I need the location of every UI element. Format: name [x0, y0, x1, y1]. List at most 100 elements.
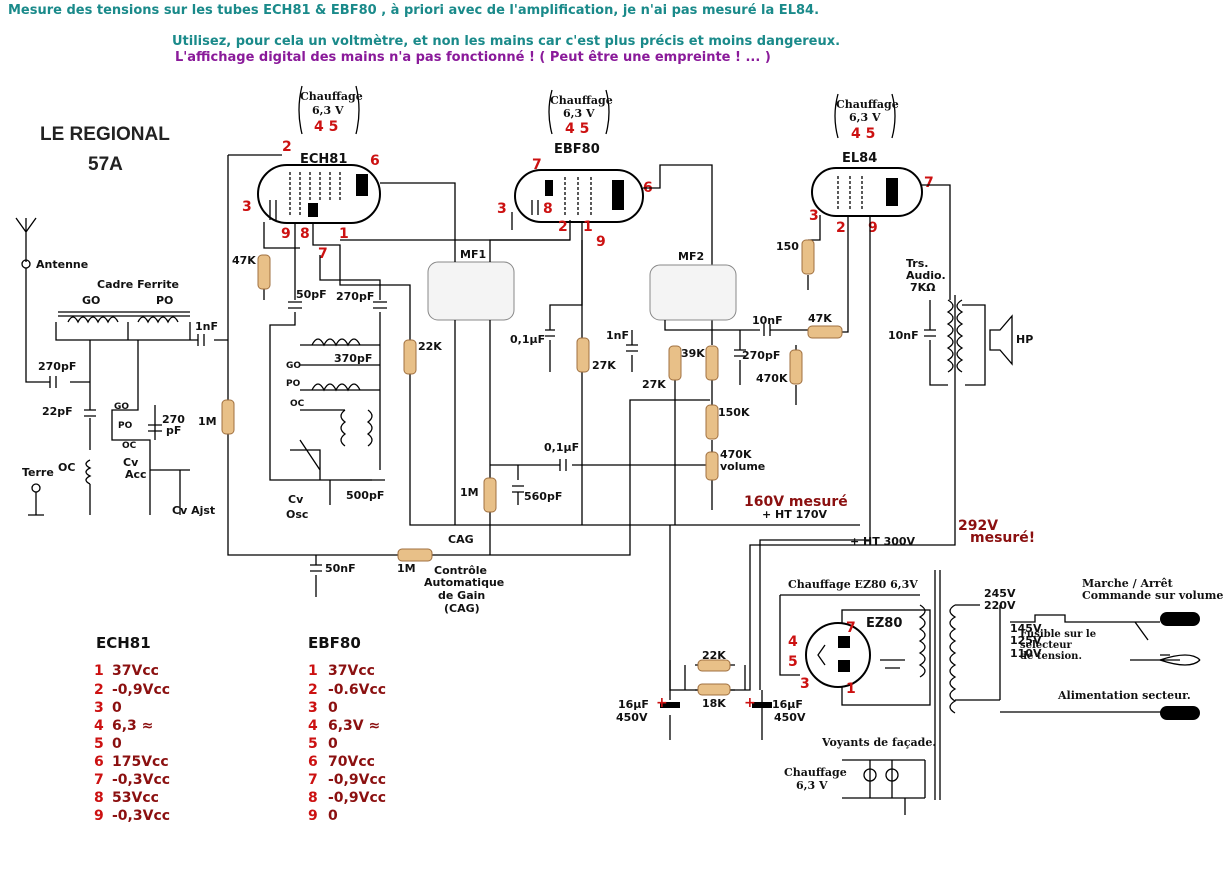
svg-text:9: 9 [596, 234, 606, 250]
svg-text:2: 2 [94, 682, 104, 698]
svg-text:8: 8 [308, 790, 318, 806]
svg-text:6,3V ≈: 6,3V ≈ [328, 718, 380, 734]
svg-text:1: 1 [308, 663, 318, 679]
measured-292v: 292V [958, 518, 998, 534]
svg-text:220V: 220V [984, 599, 1016, 612]
svg-text:Osc: Osc [286, 508, 308, 521]
svg-text:3: 3 [94, 700, 104, 716]
svg-text:MF1: MF1 [460, 248, 486, 261]
svg-text:39K: 39K [681, 347, 705, 360]
svg-text:6,3 V: 6,3 V [563, 107, 595, 120]
svg-text:mesuré!: mesuré! [970, 530, 1035, 546]
svg-text:selecteur: selecteur [1020, 640, 1072, 651]
svg-text:GO: GO [114, 402, 129, 412]
svg-text:Marche / Arrêt: Marche / Arrêt [1082, 577, 1174, 590]
svg-text:10nF: 10nF [752, 314, 783, 327]
svg-text:Chauffage EZ80 6,3V: Chauffage EZ80 6,3V [788, 578, 918, 591]
svg-text:0: 0 [328, 736, 338, 752]
svg-text:4 5: 4 5 [851, 126, 875, 142]
resistor-47k-b [807, 325, 843, 339]
svg-text:Alimentation secteur.: Alimentation secteur. [1057, 689, 1191, 702]
svg-text:150K: 150K [718, 406, 750, 419]
svg-text:270pF: 270pF [38, 360, 76, 373]
measured-160v: 160V mesuré [744, 494, 848, 510]
svg-text:8: 8 [300, 226, 310, 242]
svg-text:-0.6Vcc: -0.6Vcc [328, 682, 386, 698]
svg-text:50pF: 50pF [296, 288, 327, 301]
svg-text:Commande sur volume: Commande sur volume [1082, 589, 1223, 602]
svg-text:-0,9Vcc: -0,9Vcc [328, 790, 386, 806]
svg-text:145V: 145V [1010, 622, 1042, 635]
svg-text:+: + [744, 695, 756, 711]
svg-text:6: 6 [370, 153, 380, 169]
svg-text:Contrôle: Contrôle [434, 564, 487, 577]
svg-text:3: 3 [308, 700, 318, 716]
voltage-table-ech81: ECH81 1 37Vcc 2 -0,9Vcc 3 0 4 6,3 ≈ 5 0 … [94, 634, 170, 824]
svg-text:2: 2 [308, 682, 318, 698]
svg-text:1: 1 [94, 663, 104, 679]
svg-text:1M: 1M [198, 415, 217, 428]
svg-text:270pF: 270pF [742, 349, 780, 362]
svg-text:2: 2 [836, 220, 846, 236]
svg-text:47K: 47K [232, 254, 256, 267]
svg-text:37Vcc: 37Vcc [328, 663, 375, 679]
svg-text:4: 4 [94, 718, 104, 734]
svg-text:1nF: 1nF [195, 320, 218, 333]
svg-text:22K: 22K [418, 340, 442, 353]
svg-text:9: 9 [868, 220, 878, 236]
svg-text:8: 8 [543, 201, 553, 217]
svg-text:53Vcc: 53Vcc [112, 790, 159, 806]
svg-text:47K: 47K [808, 312, 832, 325]
svg-text:3: 3 [809, 208, 819, 224]
el84-name: EL84 [842, 151, 877, 166]
svg-text:245V: 245V [984, 587, 1016, 600]
el84-tube: EL84 7 3 2 9 [809, 151, 934, 236]
schematic-title: LE REGIONAL [40, 124, 170, 145]
svg-text:de tension.: de tension. [1020, 651, 1082, 662]
svg-text:16µF: 16µF [772, 698, 803, 711]
resistor-18k [697, 683, 731, 696]
svg-text:16µF: 16µF [618, 698, 649, 711]
svg-text:5: 5 [94, 736, 104, 752]
svg-text:-0,9Vcc: -0,9Vcc [112, 682, 170, 698]
svg-text:EBF80: EBF80 [308, 634, 361, 652]
resistor-47k [257, 254, 271, 290]
svg-text:OC: OC [58, 461, 75, 474]
svg-text:5: 5 [308, 736, 318, 752]
svg-text:175Vcc: 175Vcc [112, 754, 169, 770]
svg-text:0: 0 [112, 700, 122, 716]
svg-text:6,3 ≈: 6,3 ≈ [112, 718, 153, 734]
svg-text:OC: OC [122, 441, 137, 451]
svg-text:CAG: CAG [448, 533, 474, 546]
resistor-150 [801, 239, 815, 275]
svg-text:2: 2 [282, 139, 292, 155]
svg-text:4 5: 4 5 [565, 121, 589, 137]
svg-text:3: 3 [800, 676, 810, 692]
svg-text:-0,3Vcc: -0,3Vcc [112, 808, 170, 824]
svg-text:5: 5 [788, 654, 798, 670]
svg-text:6: 6 [308, 754, 318, 770]
svg-text:1M: 1M [460, 486, 479, 499]
svg-text:6: 6 [94, 754, 104, 770]
svg-text:3: 3 [497, 201, 507, 217]
ech81-name: ECH81 [300, 152, 347, 167]
resistor-1m [221, 399, 235, 435]
resistor-1m-c [397, 548, 433, 562]
svg-text:Terre: Terre [22, 466, 54, 479]
component-labels: Antenne Cadre Ferrite GO PO 270pF 22pF O… [22, 240, 1223, 792]
svg-text:7: 7 [308, 772, 318, 788]
svg-text:270: 270 [162, 413, 185, 426]
svg-text:9: 9 [281, 226, 291, 242]
svg-text:+: + [656, 695, 668, 711]
svg-text:9: 9 [94, 808, 104, 824]
svg-text:6,3 V: 6,3 V [796, 779, 828, 792]
svg-text:270pF: 270pF [336, 290, 374, 303]
header-line-1: Mesure des tensions sur les tubes ECH81 … [8, 3, 819, 18]
svg-text:Cv: Cv [123, 456, 139, 469]
svg-text:Audio.: Audio. [906, 269, 946, 282]
svg-text:Fusible sur le: Fusible sur le [1020, 629, 1096, 640]
svg-text:1: 1 [583, 219, 593, 235]
svg-text:7: 7 [94, 772, 104, 788]
components [49, 239, 936, 696]
svg-text:Chauffage: Chauffage [836, 98, 899, 111]
